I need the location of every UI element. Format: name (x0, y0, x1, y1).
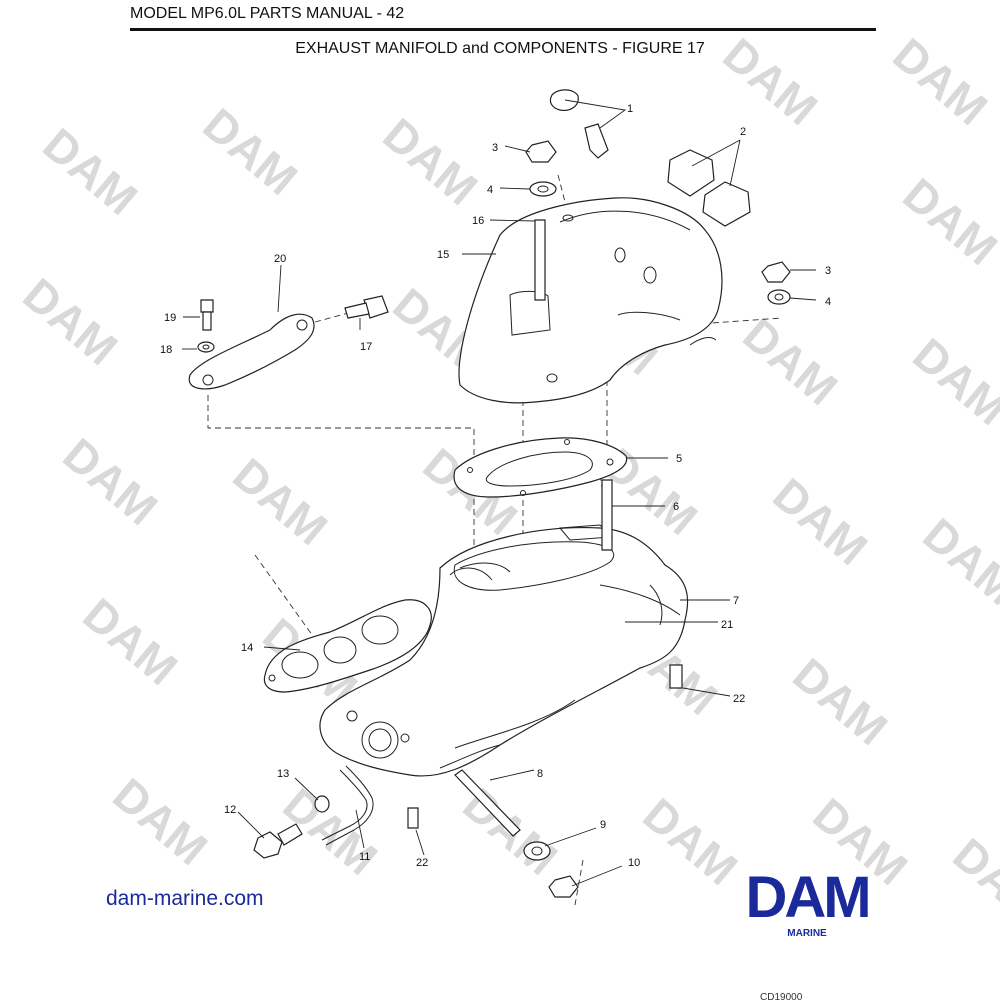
gasket (453, 437, 628, 498)
exhaust-manifold (319, 524, 689, 777)
watermark-text: DAM (194, 98, 308, 205)
header-rule (130, 28, 876, 31)
logo-word: DAM (745, 865, 871, 930)
callout-label: 21 (721, 619, 733, 631)
watermark-text: DAM (764, 468, 878, 575)
callout-label: 12 (224, 804, 236, 816)
callout-label: 6 (673, 501, 679, 513)
callout-label: 10 (628, 857, 640, 869)
watermark-text: DAM (894, 168, 1000, 275)
website-link[interactable]: dam-marine.com (106, 887, 264, 910)
watermark-text: DAM (914, 508, 1000, 615)
callout-label: 16 (472, 215, 484, 227)
callout-label: 17 (360, 341, 372, 353)
page-header-title: MODEL MP6.0L PARTS MANUAL - 42 (130, 5, 405, 22)
callout-label: 14 (241, 642, 253, 654)
leader-lines (182, 99, 817, 887)
figure-code: CD19000 (760, 992, 803, 1003)
callout-label: 1 (627, 103, 633, 115)
watermark-text: DAM (784, 648, 898, 755)
callout-label: 22 (416, 857, 428, 869)
callout-label: 7 (733, 595, 739, 607)
hardware (197, 89, 791, 898)
bracket (188, 313, 315, 390)
callout-label: 5 (676, 453, 682, 465)
watermark-text: DAM (734, 308, 848, 415)
logo-subtitle: MARINE (787, 928, 827, 939)
watermark-text: DAM (104, 768, 218, 875)
callout-label: 9 (600, 819, 606, 831)
callout-label: 8 (537, 768, 543, 780)
callout-labels: 1 2 3 3 4 4 5 6 7 8 9 10 11 12 13 14 15 … (160, 103, 831, 869)
watermark-text: DAM (904, 328, 1000, 435)
watermark-text: DAM (34, 118, 148, 225)
callout-label: 18 (160, 344, 172, 356)
watermark-text: DAM (74, 588, 188, 695)
callout-label: 3 (492, 142, 498, 154)
callout-label: 22 (733, 693, 745, 705)
watermark-text: DAM (224, 448, 338, 555)
callout-label: 4 (825, 296, 831, 308)
exhaust-elbow (458, 197, 723, 404)
callout-label: 15 (437, 249, 449, 261)
watermark-text: DAM (54, 428, 168, 535)
watermark-text: DAM (944, 828, 1000, 935)
callout-label: 11 (359, 851, 370, 863)
watermark-text: DAM (14, 268, 128, 375)
callout-label: 19 (164, 312, 176, 324)
dam-marine-logo: DAM MARINE (712, 865, 902, 952)
figure-title: EXHAUST MANIFOLD and COMPONENTS - FIGURE… (295, 40, 705, 57)
callout-label: 13 (277, 768, 289, 780)
manifold-gasket (263, 599, 432, 693)
callout-label: 20 (274, 253, 286, 265)
callout-label: 2 (740, 126, 746, 138)
watermark-text: DAM (374, 108, 488, 215)
callout-label: 4 (487, 184, 493, 196)
callout-label: 3 (825, 265, 831, 277)
